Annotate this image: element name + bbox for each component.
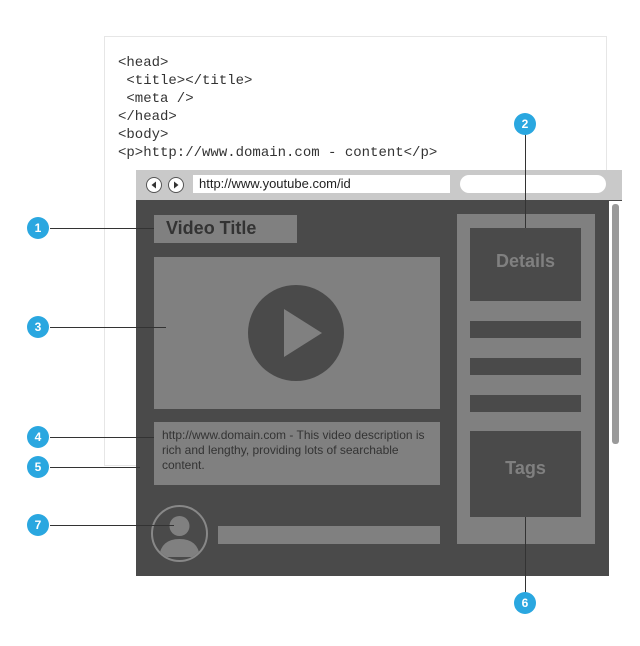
leader-line-3: [50, 327, 166, 328]
back-button[interactable]: [146, 177, 162, 193]
chevron-left-icon: [151, 181, 156, 189]
user-avatar-icon: [159, 516, 200, 557]
details-box: [470, 228, 581, 301]
code-line-body: <body>: [118, 127, 169, 143]
address-bar-url: http://www.youtube.com/id: [199, 176, 351, 191]
tags-box: [470, 431, 581, 517]
code-line-head-close: </head>: [118, 109, 177, 125]
callout-7: 7: [27, 514, 49, 536]
callout-5: 5: [27, 456, 49, 478]
leader-line-6: [525, 517, 526, 593]
sidebar-line-1: [470, 321, 581, 338]
address-bar[interactable]: [193, 175, 450, 193]
video-description: http://www.domain.com - This video descr…: [162, 428, 425, 472]
sidebar-line-3: [470, 395, 581, 412]
leader-line-2: [525, 134, 526, 228]
play-button[interactable]: [248, 285, 344, 381]
callout-4: 4: [27, 426, 49, 448]
sidebar-line-2: [470, 358, 581, 375]
chevron-right-icon: [174, 181, 179, 189]
play-icon: [284, 309, 322, 357]
callout-6: 6: [514, 592, 536, 614]
channel-name-bar: [218, 526, 440, 544]
video-title-box: [154, 215, 297, 243]
leader-line-7: [50, 525, 174, 526]
code-line-head-open: <head>: [118, 55, 169, 71]
callout-1: 1: [27, 217, 49, 239]
leader-line-1: [50, 228, 154, 229]
tags-label: Tags: [505, 458, 546, 478]
leader-line-5: [50, 467, 140, 468]
channel-avatar[interactable]: [151, 505, 208, 562]
callout-3: 3: [27, 316, 49, 338]
leader-line-4: [50, 437, 154, 438]
code-line-title: <title></title>: [118, 73, 253, 89]
scrollbar-thumb[interactable]: [612, 204, 619, 444]
details-label: Details: [495, 251, 556, 271]
forward-button[interactable]: [168, 177, 184, 193]
browser-search-box[interactable]: [460, 175, 606, 193]
code-line-meta: <meta />: [118, 91, 194, 107]
video-title: Video Title: [166, 218, 257, 238]
video-description-box: [154, 422, 440, 485]
callout-2: 2: [514, 113, 536, 135]
code-line-paragraph: <p>http://www.domain.com - content</p>: [118, 145, 438, 161]
